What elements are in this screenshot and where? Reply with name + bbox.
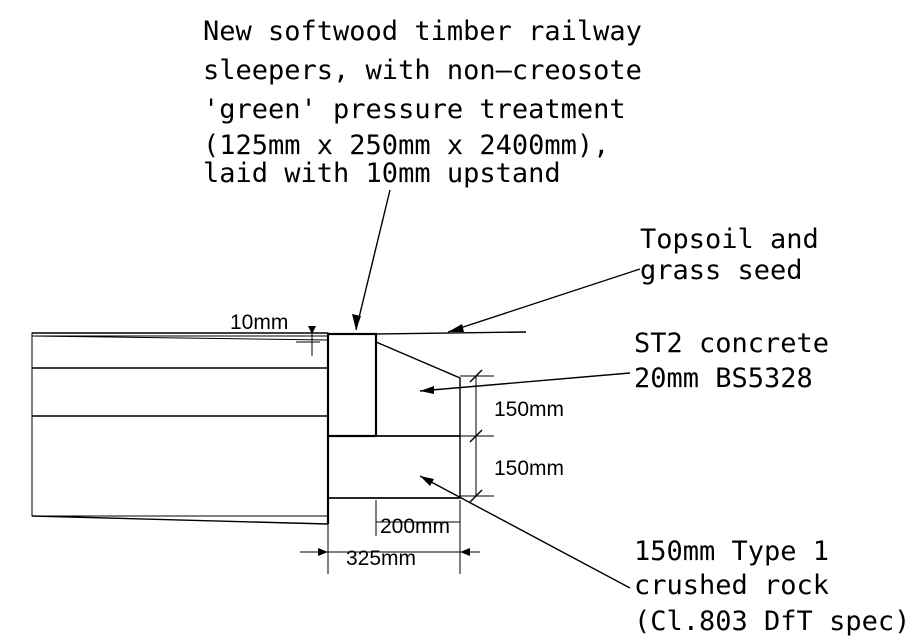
sleeper-note-line-4: (125mm x 250mm x 2400mm),: [203, 130, 609, 161]
subsoil-layer: [31, 367, 329, 417]
sleeper-note-line-1: New softwood timber railway: [203, 16, 642, 47]
existing-gravel-layer: [31, 415, 329, 517]
rock-note-line-1: 150mm Type 1: [634, 536, 829, 567]
topsoil-note-line-2: grass seed: [640, 255, 803, 286]
leader-lines: [352, 189, 641, 589]
concrete-note-line-1: ST2 concrete: [634, 328, 829, 359]
topsoil-note: Topsoil and grass seed: [640, 224, 835, 286]
ground-layers: [31, 332, 329, 525]
rock-note-line-3: (Cl.803 DfT spec): [634, 606, 910, 637]
crushed-rock-base: [327, 435, 461, 499]
topsoil-layer: [31, 335, 329, 369]
rock-note-line-2: crushed rock: [634, 570, 829, 601]
sleeper-note-line-2: sleepers, with non—creosote: [203, 55, 642, 86]
concrete-note-line-2: 20mm BS5328: [634, 363, 813, 394]
concrete-note: ST2 concrete 20mm BS5328: [634, 328, 845, 394]
inner-width-dimension: 200mm: [380, 515, 450, 538]
sleeper-note: New softwood timber railway sleepers, wi…: [203, 16, 658, 189]
rock-note: 150mm Type 1 crushed rock (Cl.803 DfT sp…: [634, 536, 910, 637]
dimension-lines: [296, 326, 494, 574]
rock-depth-dimension: 150mm: [494, 457, 564, 480]
overall-width-dimension: 325mm: [346, 547, 416, 570]
sleeper-note-line-5: laid with 10mm upstand: [203, 158, 561, 189]
sleeper-note-line-3: 'green' pressure treatment: [203, 94, 626, 125]
finished-ground-line: [375, 331, 527, 335]
concrete-depth-dimension: 150mm: [494, 398, 564, 421]
timber-sleeper: [326, 332, 378, 438]
topsoil-note-line-1: Topsoil and: [640, 224, 819, 255]
upstand-dimension: 10mm: [230, 311, 288, 334]
